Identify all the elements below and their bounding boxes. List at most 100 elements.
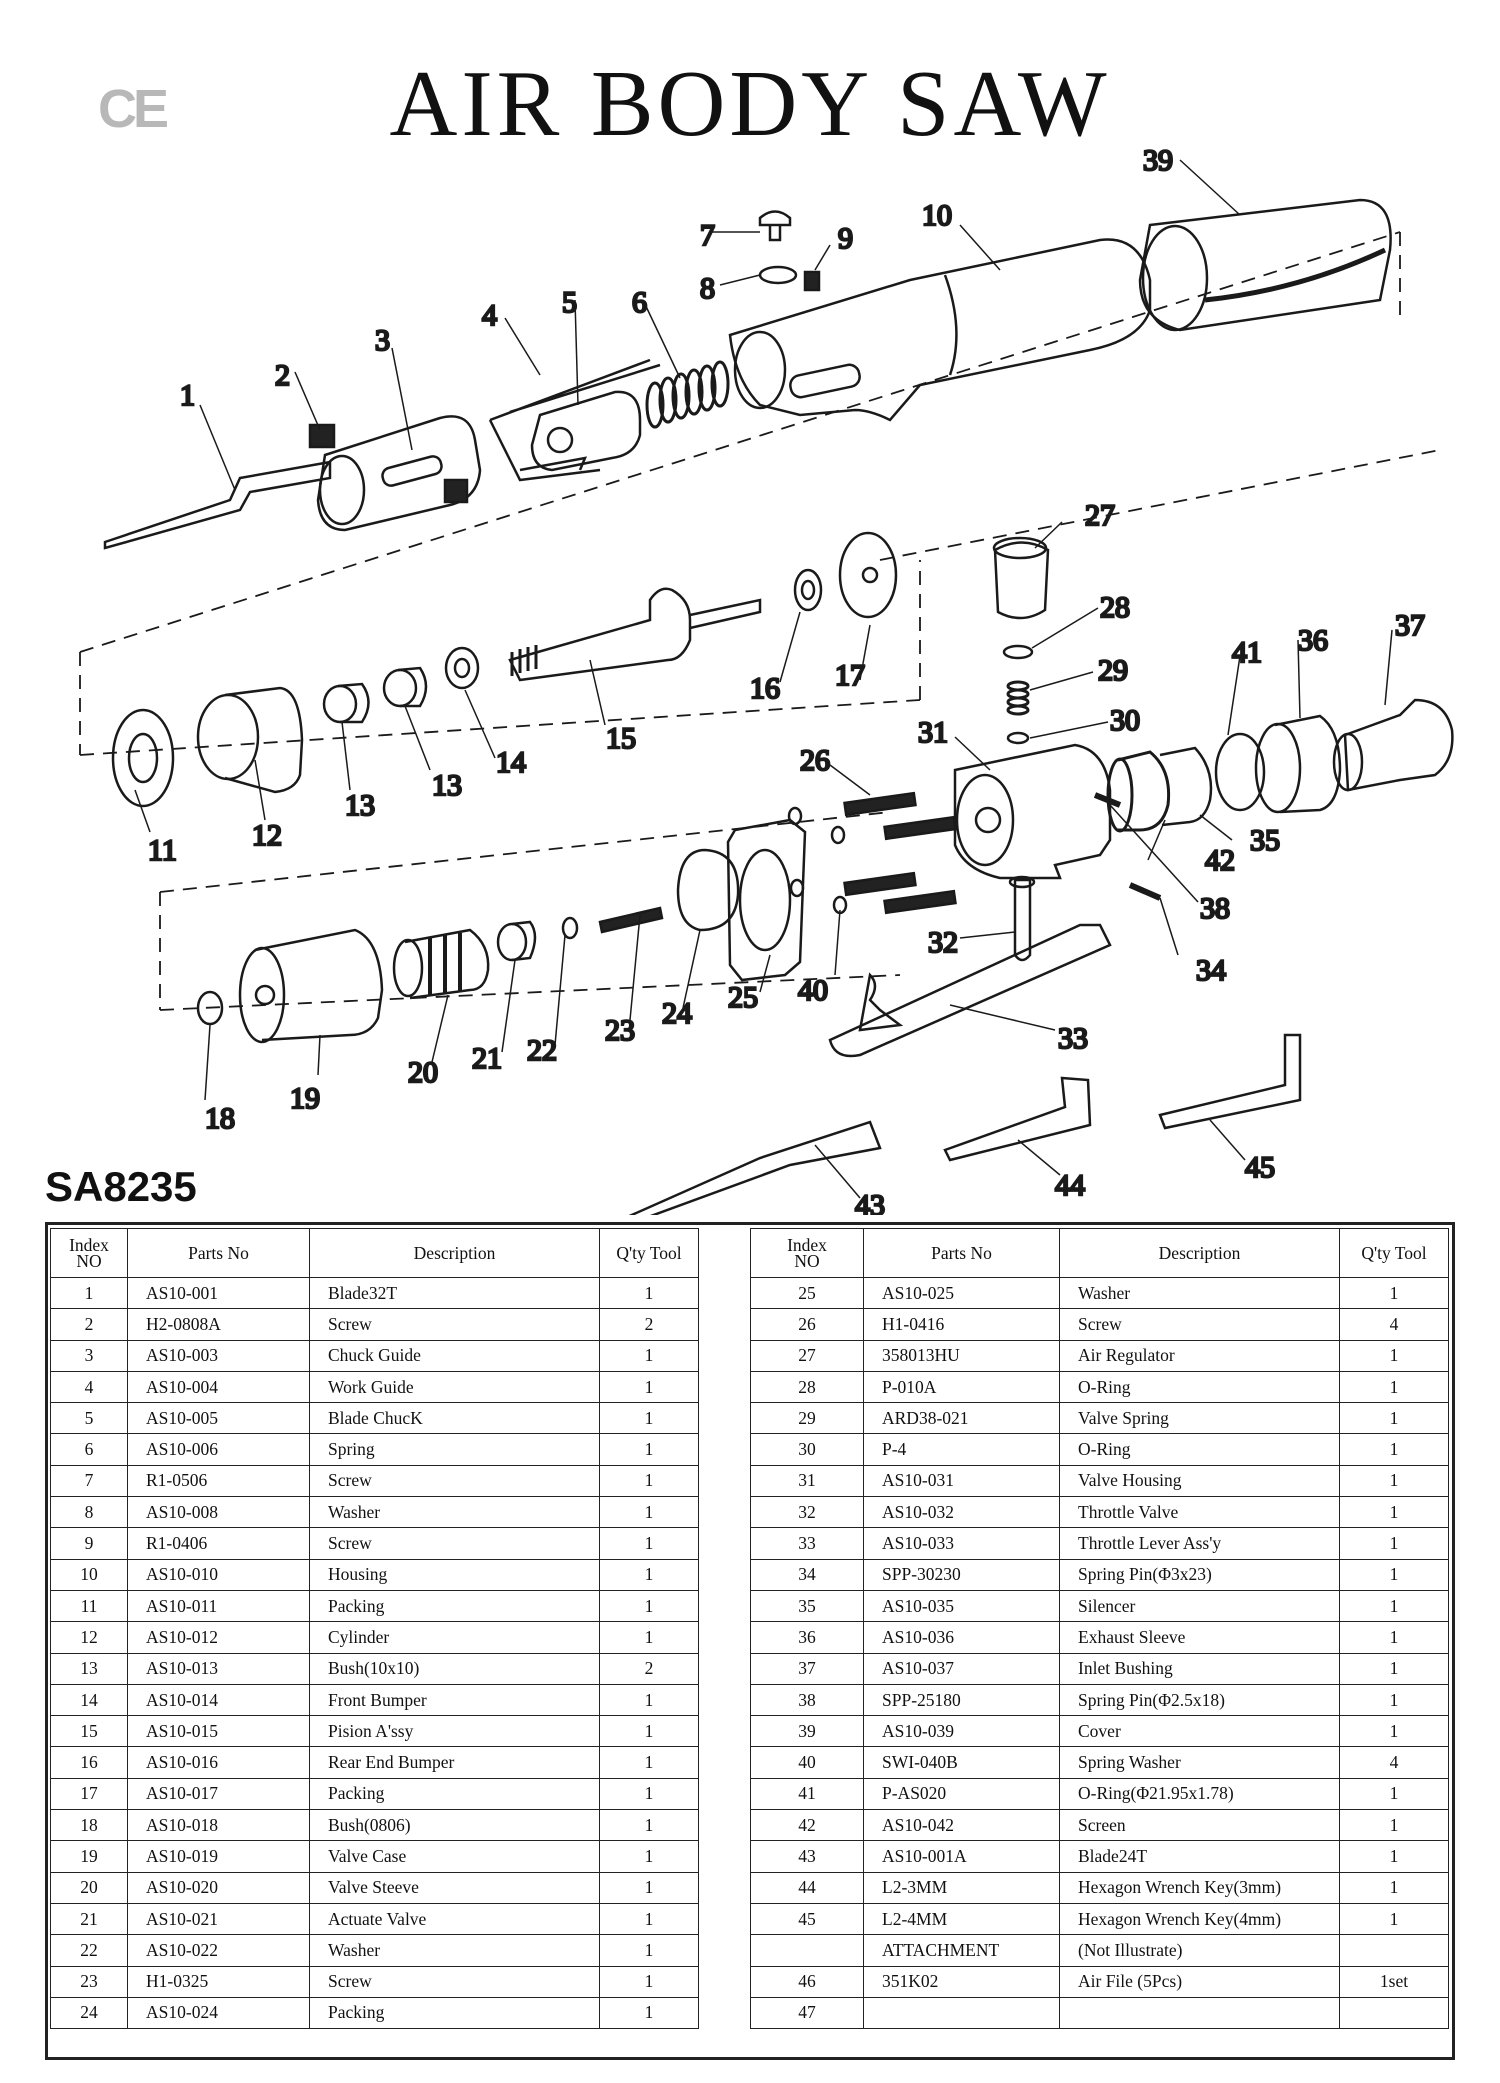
label-part-9: 9 [838, 222, 853, 255]
page-title: AIR BODY SAW [389, 52, 1111, 156]
cell-parts-no: AS10-042 [863, 1809, 1060, 1842]
cell-index: 14 [50, 1683, 128, 1717]
cell-description: O-Ring [1059, 1370, 1340, 1404]
cover-shape [1138, 198, 1392, 332]
work-guide-shape [488, 358, 661, 482]
parts-table-left: Index NO Parts No Description Q'ty Tool … [50, 1228, 699, 2030]
cell-parts-no: P-AS020 [863, 1777, 1060, 1811]
cell-description: Packing [309, 1589, 600, 1623]
cell-parts-no: AS10-022 [127, 1934, 310, 1967]
cell-description: Hexagon Wrench Key(4mm) [1059, 1902, 1340, 1936]
cell-parts-no: H2-0808A [127, 1308, 310, 1341]
blade-24t-shape [628, 1120, 882, 1215]
header-index: Index NO [750, 1228, 864, 1278]
packing-17-hole [861, 566, 879, 584]
cell-description: Work Guide [309, 1370, 600, 1404]
cell-description: Inlet Bushing [1059, 1652, 1340, 1685]
cell-parts-no: AS10-035 [863, 1589, 1060, 1623]
ce-mark-logo: CE [98, 79, 169, 139]
cell-parts-no: AS10-024 [127, 1996, 310, 2030]
cell-description: O-Ring [1059, 1433, 1340, 1466]
cell-index: 11 [50, 1589, 128, 1623]
cell-index: 13 [50, 1652, 128, 1685]
cell-qty: 1 [599, 1996, 699, 2030]
cell-description: Screw [1059, 1308, 1340, 1341]
cell-parts-no: AS10-019 [127, 1840, 310, 1873]
cell-description: Blade ChucK [309, 1402, 600, 1435]
cell-parts-no: P-4 [863, 1433, 1060, 1466]
cell-index: 4 [50, 1370, 128, 1404]
label-part-43: 43 [855, 1189, 885, 1215]
cell-qty: 1 [1339, 1496, 1449, 1529]
bush-13b-shape [382, 668, 418, 708]
cell-qty: 1 [599, 1496, 699, 1529]
cell-description: Spring Pin(Φ3x23) [1059, 1558, 1340, 1591]
label-part-27: 27 [1085, 499, 1115, 532]
label-part-12: 12 [252, 819, 282, 852]
cell-parts-no: ARD38-021 [863, 1402, 1060, 1435]
cell-qty: 1 [599, 1715, 699, 1748]
label-part-37: 37 [1395, 609, 1425, 642]
cell-parts-no: AS10-017 [127, 1777, 310, 1811]
cell-description: Screen [1059, 1809, 1340, 1842]
cell-index: 16 [50, 1746, 128, 1779]
cell-qty: 2 [599, 1308, 699, 1341]
cell-qty: 1 [599, 1871, 699, 1904]
throttle-valve-head [1008, 875, 1036, 889]
cell-qty: 1 [1339, 1433, 1449, 1466]
cell-index: 19 [50, 1840, 128, 1873]
chuck-guide-slot [381, 455, 443, 487]
cell-index: 23 [50, 1965, 128, 1998]
cell-index: 47 [750, 1996, 864, 2030]
label-part-38: 38 [1200, 892, 1230, 925]
cell-parts-no: 351K02 [863, 1965, 1060, 1998]
label-part-5: 5 [562, 286, 577, 319]
valve-case-bore [254, 984, 276, 1006]
air-regulator-top [992, 536, 1048, 560]
cell-qty: 1 [1339, 1777, 1449, 1811]
cell-qty [1339, 1934, 1449, 1967]
label-part-29: 29 [1098, 654, 1128, 687]
cell-description: Spring [309, 1433, 600, 1466]
cell-index: 3 [50, 1339, 128, 1372]
housing-screws [843, 791, 957, 915]
cell-parts-no: L2-4MM [863, 1902, 1060, 1936]
cell-description: Blade24T [1059, 1840, 1340, 1873]
label-part-20: 20 [408, 1056, 438, 1089]
exhaust-sleeve-front [1254, 722, 1302, 814]
cell-index: 22 [50, 1934, 128, 1967]
bush-13a-shape [322, 684, 358, 724]
o-ring-30-shape [1006, 731, 1030, 745]
cell-index: 40 [750, 1746, 864, 1779]
cell-parts-no: AS10-005 [127, 1402, 310, 1435]
header-description: Description [1059, 1228, 1340, 1278]
cell-description: Packing [309, 1996, 600, 2030]
cell-description: Throttle Lever Ass'y [1059, 1527, 1340, 1560]
cell-index: 8 [50, 1496, 128, 1529]
cell-index: 44 [750, 1871, 864, 1904]
cell-parts-no: AS10-033 [863, 1527, 1060, 1560]
table-header-row: Index NO Parts No Description Q'ty Tool [50, 1228, 699, 1278]
label-part-13b: 13 [432, 769, 462, 802]
cell-index: 41 [750, 1777, 864, 1811]
label-part-24: 24 [662, 997, 692, 1030]
header-qty: Q'ty Tool [599, 1228, 699, 1278]
cell-index: 35 [750, 1589, 864, 1623]
cell-description: O-Ring(Φ21.95x1.78) [1059, 1777, 1340, 1811]
cell-qty: 1 [599, 1527, 699, 1560]
cell-index: 6 [50, 1433, 128, 1466]
cell-qty: 1 [599, 1339, 699, 1372]
cell-parts-no: AS10-001 [127, 1276, 310, 1310]
table-header-row: Index NO Parts No Description Q'ty Tool [750, 1228, 1449, 1278]
spring-washers [787, 806, 848, 915]
label-part-28: 28 [1100, 591, 1130, 624]
